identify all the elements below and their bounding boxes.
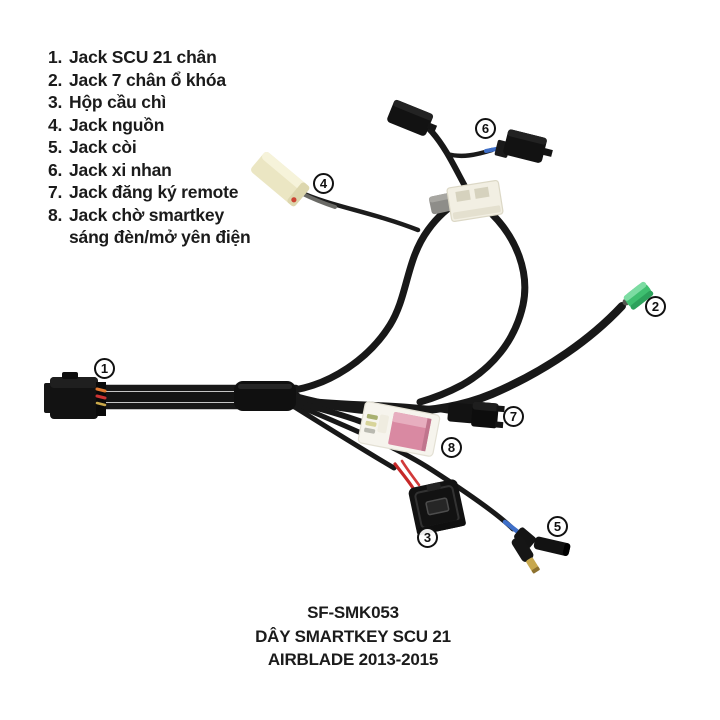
footer-captions: SF-SMK053 DÂY SMARTKEY SCU 21 AIRBLADE 2… — [255, 601, 451, 672]
wire-from-power-jack — [297, 189, 421, 233]
legend-label: Jack còi — [69, 137, 137, 157]
legend-label: Jack nguồn — [69, 114, 165, 135]
key-connector-white — [446, 179, 504, 223]
product-name: DÂY SMARTKEY SCU 21 — [255, 626, 451, 646]
callout-5: 5 — [547, 516, 568, 537]
cable-to-lock-jack — [291, 302, 626, 416]
legend-number: 1. — [48, 47, 63, 67]
legend-number: 5. — [48, 137, 63, 157]
power-jack-sleeve — [301, 192, 337, 209]
legend-item-7: 7. Jack đăng ký remote — [48, 181, 251, 204]
blue-wire-horn — [502, 519, 521, 535]
legend-item-8: 8. Jack chờ smartkey — [48, 204, 251, 227]
legend-label: Jack 7 chân ổ khóa — [69, 69, 226, 90]
horn-terminal-b — [511, 535, 540, 574]
legend-label: Jack đăng ký remote — [69, 182, 239, 202]
product-sku: SF-SMK053 — [307, 603, 399, 622]
legend-label: Jack chờ smartkey — [69, 204, 224, 225]
cable-to-key-connector — [290, 195, 466, 394]
legend-number: 3. — [48, 92, 63, 112]
legend-label: Jack xi nhan — [69, 159, 172, 180]
legend-item-4: 4. Jack nguồn — [48, 114, 251, 137]
horn-joint — [514, 527, 536, 549]
red-wire-fuse-1 — [393, 462, 415, 490]
legend-item-5: 5. Jack còi — [48, 136, 251, 159]
horn-terminal-a — [533, 536, 571, 557]
legend-number: 4. — [48, 114, 63, 135]
legend-number: 7. — [48, 182, 63, 202]
legend-item-2: 2. Jack 7 chân ổ khóa — [48, 69, 251, 92]
red-wire-fuse-2 — [400, 459, 421, 487]
cable-s-curve — [416, 210, 529, 406]
lock-jack-green-cap — [623, 281, 654, 310]
legend-label: Jack SCU 21 chân — [69, 47, 217, 67]
product-model: AIRBLADE 2013-2015 — [267, 650, 439, 669]
scu-connector — [44, 372, 107, 419]
legend: 1. Jack SCU 21 chân 2. Jack 7 chân ổ khó… — [48, 46, 251, 249]
callout-4: 4 — [313, 173, 334, 194]
branch-cables — [290, 113, 626, 535]
turnsignal-connector-b — [503, 129, 553, 163]
legend-number: 2. — [48, 69, 63, 90]
callout-6: 6 — [475, 118, 496, 139]
power-jack-connector — [251, 152, 310, 207]
callout-1: 1 — [94, 358, 115, 379]
smartkey-jack-connector — [357, 401, 441, 457]
legend-label: Hộp cầu chì — [69, 92, 166, 112]
legend-item-1: 1. Jack SCU 21 chân — [48, 46, 251, 69]
turnsignal-connector-a — [387, 99, 438, 136]
legend-item-3: 3. Hộp cầu chì — [48, 91, 251, 114]
remote-jack-connector — [447, 401, 505, 429]
callout-3: 3 — [417, 527, 438, 548]
fuse-box-connector — [408, 479, 466, 536]
legend-number: 6. — [48, 159, 63, 180]
legend-number: 8. — [48, 204, 63, 225]
tape-wrap — [234, 381, 296, 411]
cable-to-smartkey-jack — [291, 399, 365, 425]
legend-item-6: 6. Jack xi nhan — [48, 159, 251, 182]
legend-item-8-line2: sáng đèn/mở yên điện — [69, 227, 251, 247]
callout-8: 8 — [441, 437, 462, 458]
callout-2: 2 — [645, 296, 666, 317]
cable-to-fuse-box — [290, 403, 397, 471]
cable-to-horn-jack — [291, 401, 516, 532]
callout-7: 7 — [503, 406, 524, 427]
